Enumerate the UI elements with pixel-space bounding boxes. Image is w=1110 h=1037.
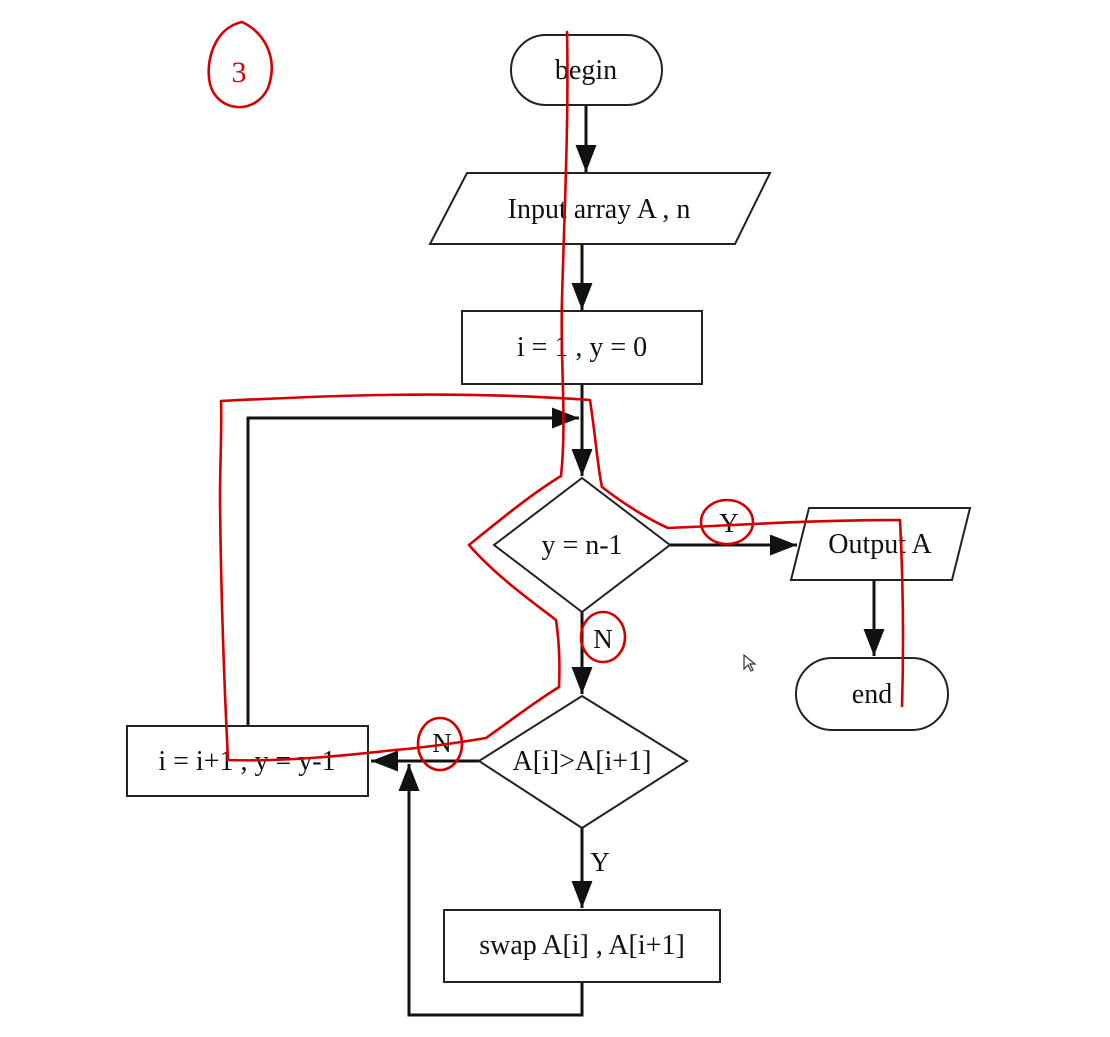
decision-shape	[477, 694, 689, 830]
io-shape	[428, 172, 772, 245]
trace-left-loop	[218, 399, 397, 762]
mouse-cursor-icon	[743, 653, 757, 672]
node-swap: swap A[i] , A[i+1]	[443, 909, 721, 983]
trace-top-loop	[219, 393, 604, 489]
node-condition-outer-label: y = n-1	[541, 530, 622, 561]
node-condition-inner-label: A[i]>A[i+1]	[513, 746, 652, 777]
node-init: i = 1 , y = 0	[461, 310, 703, 385]
node-end: end	[795, 657, 949, 731]
node-begin-label: begin	[555, 55, 617, 86]
node-condition-outer: y = n-1	[492, 476, 672, 614]
trace-to-update	[393, 685, 561, 752]
node-input: Input array A , n	[428, 172, 772, 245]
trace-to-end	[600, 485, 905, 708]
process-shape	[443, 909, 721, 983]
edge-label-inner-yes: Y	[590, 847, 610, 877]
arrow-loop-back	[246, 407, 579, 726]
red-annotations: 3	[207, 20, 905, 772]
terminator-shape	[795, 657, 949, 731]
node-input-label: Input array A , n	[508, 194, 691, 225]
node-end-label: end	[852, 679, 892, 710]
node-swap-label: swap A[i] , A[i+1]	[479, 930, 685, 961]
process-shape	[461, 310, 703, 385]
annotation-number: 3	[232, 56, 247, 89]
annotation-circle-outer-yes	[699, 498, 755, 546]
annotation-circle	[207, 20, 273, 109]
decision-shape	[492, 476, 672, 614]
edge-label-inner-no: N	[432, 728, 452, 758]
trace-main-vertical	[559, 30, 569, 478]
node-output: Output A	[789, 507, 972, 581]
terminator-shape	[510, 34, 663, 106]
annotation-circle-outer-no	[579, 610, 627, 664]
node-output-label: Output A	[828, 529, 932, 560]
io-shape	[789, 507, 972, 581]
trace-outer-decision-left	[467, 474, 563, 689]
edge-label-outer-yes: Y	[719, 508, 739, 538]
node-begin: begin	[510, 34, 663, 106]
arrow-swap-to-update	[398, 764, 584, 1017]
edge-label-outer-no: N	[593, 624, 613, 654]
node-init-label: i = 1 , y = 0	[517, 332, 647, 363]
annotation-circle-inner-no	[416, 716, 464, 772]
node-condition-inner: A[i]>A[i+1]	[477, 694, 689, 830]
